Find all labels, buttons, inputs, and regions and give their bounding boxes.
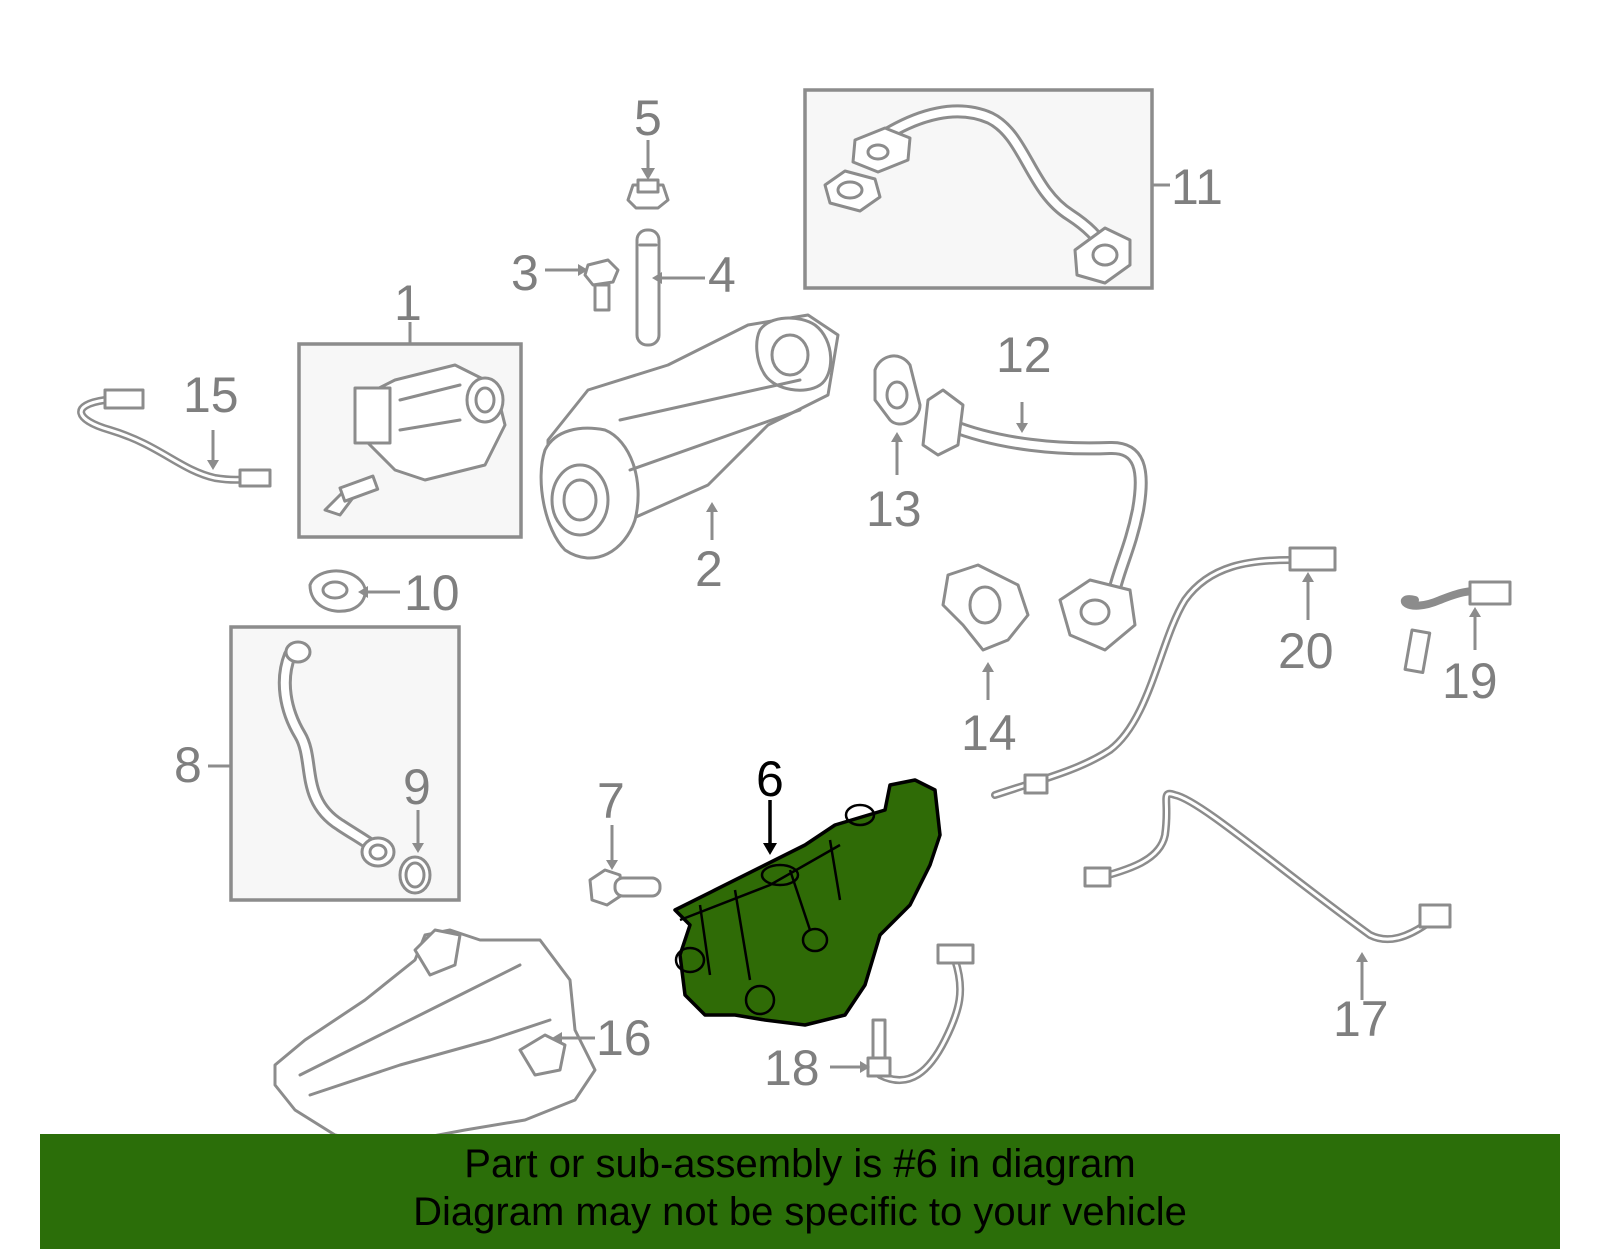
- part-4-stud[interactable]: [635, 228, 705, 347]
- callout-label-9: 9: [403, 759, 431, 815]
- callout-label-2: 2: [695, 541, 723, 597]
- callout-label-18: 18: [764, 1040, 820, 1096]
- callout-label-20: 20: [1278, 623, 1334, 679]
- part-14-gasket[interactable]: [941, 563, 1030, 700]
- part-19-sensor[interactable]: [1400, 580, 1512, 675]
- part-12-egr-pipe[interactable]: [921, 388, 1148, 652]
- callout-label-1: 1: [394, 275, 422, 331]
- callout-label-5: 5: [634, 90, 662, 146]
- part-5-nut[interactable]: [626, 140, 670, 210]
- part-16-heat-shield[interactable]: [273, 928, 597, 1147]
- callout-label-16: 16: [596, 1010, 652, 1066]
- callout-label-11: 11: [1171, 159, 1223, 215]
- part-8-box: [229, 625, 461, 902]
- callout-label-8: 8: [174, 737, 202, 793]
- part-10-gasket[interactable]: [308, 569, 400, 613]
- callout-label-4: 4: [708, 247, 736, 303]
- part-17-sensor[interactable]: [1083, 789, 1452, 1000]
- callout-label-13: 13: [866, 481, 922, 537]
- part-7-bolt[interactable]: [588, 825, 662, 907]
- callout-label-3: 3: [511, 245, 539, 301]
- info-banner: Part or sub-assembly is #6 in diagram Di…: [40, 1134, 1560, 1249]
- callout-label-7: 7: [597, 773, 625, 829]
- part-15-sensor[interactable]: [77, 388, 272, 488]
- part-6-bracket-highlighted[interactable]: [673, 778, 942, 1027]
- callout-label-6: 6: [756, 751, 784, 807]
- callout-label-19: 19: [1442, 653, 1498, 709]
- banner-line-1: Part or sub-assembly is #6 in diagram: [464, 1142, 1136, 1186]
- part-11-egr-pipe[interactable]: [803, 88, 1170, 290]
- part-8-egr-tube[interactable]: [208, 625, 461, 902]
- banner-line-2: Diagram may not be specific to your vehi…: [413, 1190, 1187, 1234]
- callout-label-14: 14: [961, 705, 1017, 761]
- part-20-sensor[interactable]: [991, 546, 1337, 799]
- part-13-gasket[interactable]: [873, 354, 922, 475]
- callout-label-17: 17: [1333, 991, 1389, 1047]
- part-2-egr-cooler[interactable]: [539, 313, 840, 560]
- part-3-bolt[interactable]: [545, 258, 620, 312]
- callout-label-12: 12: [996, 327, 1052, 383]
- callout-label-15: 15: [183, 367, 239, 423]
- part-9-o-ring[interactable]: [398, 810, 432, 895]
- part-1-egr-valve[interactable]: [297, 322, 523, 539]
- part-18-sensor[interactable]: [830, 943, 975, 1084]
- callout-label-10: 10: [404, 565, 460, 621]
